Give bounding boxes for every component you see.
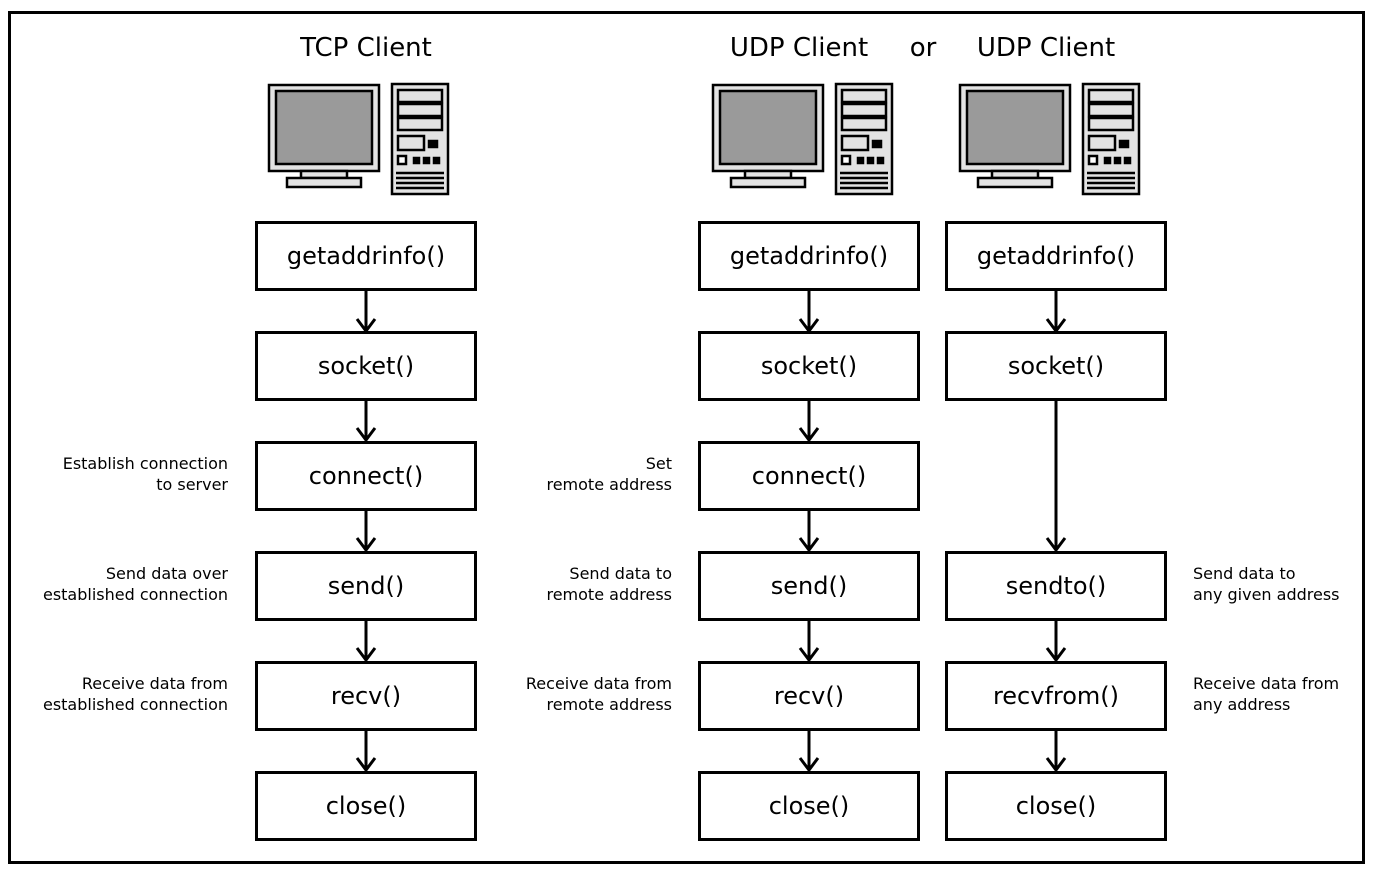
tcp-recv-box: recv() (255, 661, 477, 731)
tcp-send-note: Send data over established connection (43, 563, 228, 605)
tcp-send-note-line2: established connection (42, 585, 228, 604)
udpc-send-note: Send data to remote address (546, 563, 672, 605)
udpc-recv-note-line1: Receive data from (525, 674, 672, 693)
arrowhead-tcp-4 (355, 647, 377, 663)
arrowhead-udpc-4 (798, 647, 820, 663)
udpc-send-box: send() (698, 551, 920, 621)
udpc-send-note-line1: Send data to (569, 564, 672, 583)
udp-client-title-left: UDP Client (729, 33, 869, 63)
tcp-close-box: close() (255, 771, 477, 841)
arrowhead-udpu-3 (1045, 647, 1067, 663)
tcp-connect-box: connect() (255, 441, 477, 511)
udpu-socket-box: socket() (945, 331, 1167, 401)
udpc-socket-box: socket() (698, 331, 920, 401)
udpc-connect-box: connect() (698, 441, 920, 511)
tcp-recv-note-line1: Receive data from (81, 674, 228, 693)
tcp-send-box: send() (255, 551, 477, 621)
arrowhead-udpu-4 (1045, 757, 1067, 773)
computer-icon-udp-left (711, 82, 894, 196)
or-label: or (909, 33, 937, 63)
diagram-frame (8, 11, 1365, 864)
arrowhead-udpc-5 (798, 757, 820, 773)
udpu-recvfrom-note-line2: any address (1193, 695, 1291, 714)
tcp-client-title: TCP Client (300, 33, 432, 63)
udpu-sendto-note-line2: any given address (1193, 585, 1340, 604)
tcp-recv-note-line2: established connection (42, 695, 228, 714)
udpc-recv-note: Receive data from remote address (526, 673, 672, 715)
udp-client-title-right: UDP Client (976, 33, 1116, 63)
tcp-getaddrinfo-box: getaddrinfo() (255, 221, 477, 291)
tcp-recv-note: Receive data from established connection (43, 673, 228, 715)
udpu-sendto-note: Send data to any given address (1193, 563, 1340, 605)
udpc-recv-note-line2: remote address (546, 695, 672, 714)
tcp-connect-note: Establish connection to server (63, 453, 228, 495)
udpu-recvfrom-box: recvfrom() (945, 661, 1167, 731)
arrowhead-tcp-3 (355, 537, 377, 553)
udpc-connect-note-line1: Set (645, 454, 672, 473)
udpu-getaddrinfo-box: getaddrinfo() (945, 221, 1167, 291)
computer-icon-tcp (267, 82, 450, 196)
tcp-connect-note-line2: to server (156, 475, 228, 494)
arrowhead-tcp-5 (355, 757, 377, 773)
computer-icon-udp-right (958, 82, 1141, 196)
arrowhead-tcp-2 (355, 427, 377, 443)
udpc-recv-box: recv() (698, 661, 920, 731)
udpc-getaddrinfo-box: getaddrinfo() (698, 221, 920, 291)
arrowhead-udpc-2 (798, 427, 820, 443)
udpu-close-box: close() (945, 771, 1167, 841)
udpc-connect-note-line2: remote address (546, 475, 672, 494)
udpu-recvfrom-note-line1: Receive data from (1193, 674, 1340, 693)
udpu-sendto-box: sendto() (945, 551, 1167, 621)
udpc-connect-note: Set remote address (546, 453, 672, 495)
tcp-send-note-line1: Send data over (105, 564, 228, 583)
udpu-sendto-note-line1: Send data to (1193, 564, 1296, 583)
udpc-close-box: close() (698, 771, 920, 841)
tcp-socket-box: socket() (255, 331, 477, 401)
udpc-send-note-line2: remote address (546, 585, 672, 604)
tcp-connect-note-line1: Establish connection (62, 454, 228, 473)
udpu-recvfrom-note: Receive data from any address (1193, 673, 1339, 715)
arrowhead-udpc-3 (798, 537, 820, 553)
arrowhead-udpu-2 (1045, 537, 1067, 553)
